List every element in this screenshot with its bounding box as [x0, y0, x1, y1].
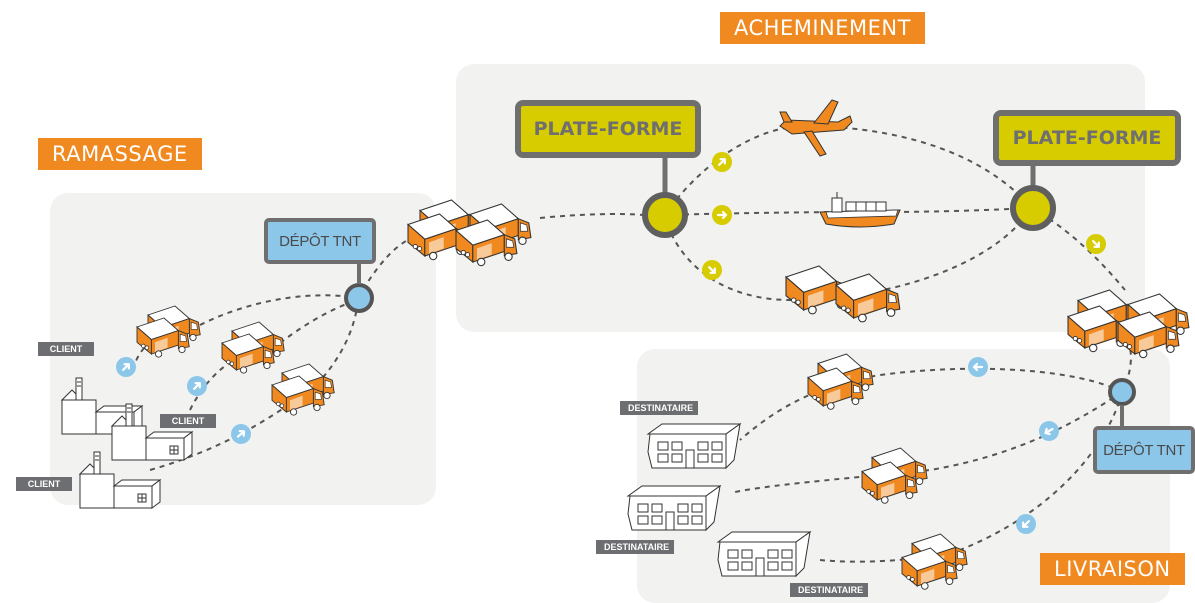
truck-icon	[835, 273, 901, 323]
hub-node-icon	[642, 192, 688, 238]
hub-node-icon	[1010, 185, 1056, 231]
depot-label-pickup: DÉPÔT TNT	[264, 218, 376, 264]
arrow-icon	[1080, 228, 1112, 260]
building-icon	[647, 423, 741, 469]
route-client-3-upper	[315, 299, 359, 386]
route-air	[663, 124, 1033, 216]
destinataire-tag: DESTINATAIRE	[596, 540, 674, 554]
hub-node-icon	[1108, 378, 1136, 406]
arrow-icon	[1034, 416, 1064, 446]
route-delivery-2	[734, 391, 1123, 493]
arrow-icon	[966, 355, 990, 379]
plane-icon	[779, 99, 853, 157]
depot-label-delivery: DÉPÔT TNT	[1093, 426, 1195, 474]
route-delivery-3	[819, 391, 1123, 563]
arrow-icon	[181, 370, 213, 402]
platform-label-right: PLATE-FORME	[993, 110, 1181, 166]
section-label-ramassage: RAMASSAGE	[38, 138, 202, 170]
route-trucks-to-platform	[539, 213, 645, 219]
building-icon	[717, 531, 811, 577]
section-label-acheminement: ACHEMINEMENT	[720, 12, 925, 44]
arrow-icon	[696, 254, 728, 286]
hub-node-icon	[344, 283, 374, 313]
client-tag: CLIENT	[160, 414, 216, 428]
client-tag: CLIENT	[38, 342, 94, 356]
route-delivery-1	[739, 367, 1123, 441]
ship-icon	[819, 192, 901, 228]
arrow-icon	[110, 351, 142, 383]
client-tag: CLIENT	[16, 477, 72, 491]
route-client-2	[279, 299, 359, 344]
destinataire-tag: DESTINATAIRE	[620, 401, 698, 415]
arrow-icon	[1010, 508, 1042, 540]
arrow-icon	[710, 203, 734, 227]
destinataire-tag: DESTINATAIRE	[790, 583, 868, 597]
building-icon	[627, 485, 721, 531]
section-label-livraison: LIVRAISON	[1040, 553, 1185, 585]
platform-label-left: PLATE-FORME	[515, 100, 701, 158]
route-client-1	[199, 294, 359, 326]
arrow-icon	[706, 146, 738, 178]
arrow-icon	[225, 418, 257, 450]
